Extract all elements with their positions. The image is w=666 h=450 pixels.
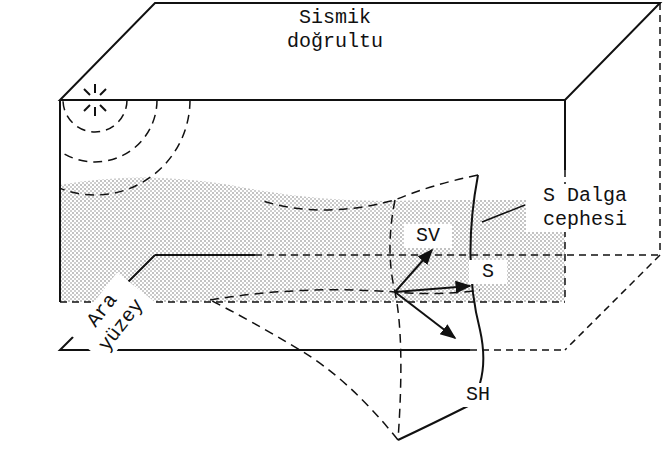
wave-front bbox=[470, 175, 483, 405]
sh-arrow bbox=[395, 292, 455, 338]
interface-plane bbox=[155, 254, 255, 256]
plane-edge bbox=[59, 100, 61, 302]
plane-edge bbox=[564, 100, 566, 170]
wave-front bbox=[210, 300, 398, 440]
component-label: S bbox=[469, 260, 507, 284]
component-label: SV bbox=[404, 224, 452, 248]
s-arrow bbox=[395, 286, 470, 292]
interface-plane bbox=[255, 254, 660, 256]
wave-front bbox=[210, 290, 480, 300]
wave-front bbox=[260, 175, 478, 210]
leader-line bbox=[482, 205, 525, 222]
source-star bbox=[79, 84, 111, 116]
plane-name: Sismik doğrultu bbox=[276, 6, 394, 54]
interface-plane bbox=[565, 255, 660, 350]
plane-edge bbox=[659, 3, 661, 255]
interface-plane bbox=[470, 349, 565, 351]
plane-shading bbox=[60, 178, 565, 303]
callout-label: S Dalga cephesi bbox=[526, 184, 644, 232]
wave-arcs bbox=[60, 100, 190, 195]
sv-arrow bbox=[395, 250, 432, 292]
wave-front bbox=[390, 200, 401, 440]
component-label: SH bbox=[454, 383, 502, 407]
wave-front bbox=[398, 405, 470, 440]
top-plane bbox=[60, 3, 660, 100]
